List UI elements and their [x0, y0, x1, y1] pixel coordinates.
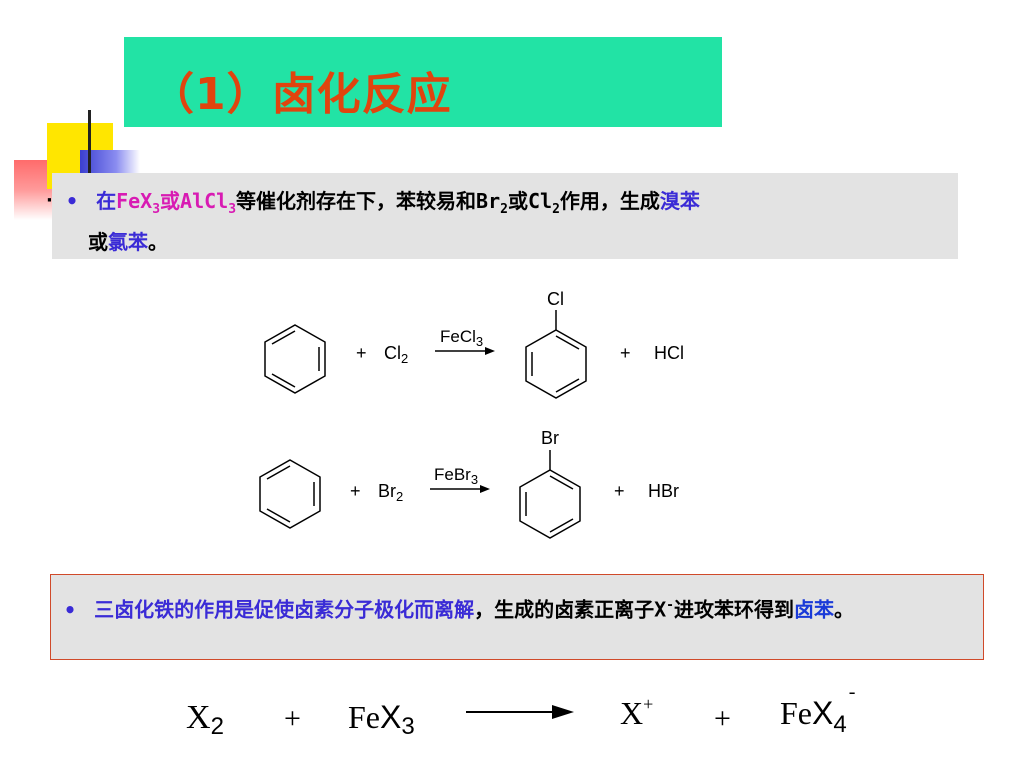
text-part-2: ，生成的卤素正离子X [474, 597, 667, 622]
text-part-3: 或Cl [507, 189, 553, 213]
catalyst-fecl3: FeCl3 [440, 327, 483, 349]
text-part-4: 。 [833, 597, 854, 622]
reaction-arrow-head [485, 347, 495, 355]
text-br-sub: 2 [500, 202, 508, 217]
text-fex-sub: 3 [152, 202, 161, 217]
text-part-2: 等催化剂存在下，苯较易和Br [236, 189, 501, 213]
plus-sign: + [620, 343, 631, 363]
mechanism-note-text: • 三卤化铁的作用是促使卤素分子极化而离解，生成的卤素正离子X-进攻苯环得到卤苯… [64, 590, 980, 626]
reaction-bromination: + Br2 FeBr3 Br + HBr [259, 428, 679, 539]
reaction-arrow-head [480, 485, 490, 493]
decorative-vertical-line [88, 110, 91, 180]
reagent-cl2: Cl2 [384, 343, 408, 366]
byproduct-hbr: HBr [648, 481, 679, 501]
eq-plus: + [284, 702, 301, 735]
plus-sign: + [356, 343, 367, 363]
substituent-cl: Cl [547, 289, 564, 309]
text-fex: FeX [116, 189, 153, 213]
benzene-ring-product-2 [519, 450, 581, 539]
benzene-ring-reactant-1 [264, 324, 326, 394]
title-banner [124, 37, 722, 127]
text-part-3: 进攻苯环得到 [673, 597, 794, 622]
benzene-ring-product-1 [525, 310, 587, 399]
eq-x-plus: X+ [620, 694, 653, 731]
text-part-4: 作用，生成 [559, 189, 660, 213]
plus-sign: + [350, 481, 361, 501]
text-part-5: 或 [88, 230, 108, 254]
bullet-icon: • [64, 597, 77, 622]
text-halobenzene: 卤苯 [793, 597, 834, 622]
bullet-icon: • [66, 189, 79, 213]
eq-arrow-head [552, 705, 574, 719]
eq-fex3: FeX3 [348, 699, 415, 740]
text-role-of-catalyst: 三卤化铁的作用是促使卤素分子极化而离解 [94, 597, 475, 622]
byproduct-hcl: HCl [654, 343, 684, 363]
text-x-sup: - [666, 598, 674, 613]
text-or-1: 或 [160, 189, 181, 213]
reagent-br2: Br2 [378, 481, 403, 504]
text-bromobenzene: 溴苯 [659, 189, 700, 213]
slide-title: （1）卤化反应 [150, 69, 452, 120]
plus-sign: + [614, 481, 625, 501]
text-cl-sub: 2 [552, 202, 560, 217]
reaction-chlorination: + Cl2 FeCl3 Cl + HCl [264, 289, 684, 399]
bullet-dot-mark: · [46, 190, 53, 211]
eq-plus: + [714, 702, 731, 735]
eq-x2: X2 [186, 699, 224, 740]
text-alcl: AlCl [180, 189, 229, 213]
catalyst-febr3: FeBr3 [434, 465, 478, 487]
text-zai: 在 [96, 189, 117, 213]
eq-fex4: FeX4- [780, 681, 855, 738]
text-part-6: 。 [148, 230, 168, 254]
catalyst-note-text: • 在FeX3或AlCl3等催化剂存在下，苯较易和Br2或Cl2作用，生成溴苯 … [66, 185, 946, 258]
text-chlorobenzene: 氯苯 [108, 230, 148, 254]
substituent-br: Br [541, 428, 559, 448]
benzene-ring-reactant-2 [259, 459, 321, 529]
text-alcl-sub: 3 [228, 202, 237, 217]
mechanism-note-box [50, 574, 984, 660]
catalyst-note-box [52, 173, 958, 259]
